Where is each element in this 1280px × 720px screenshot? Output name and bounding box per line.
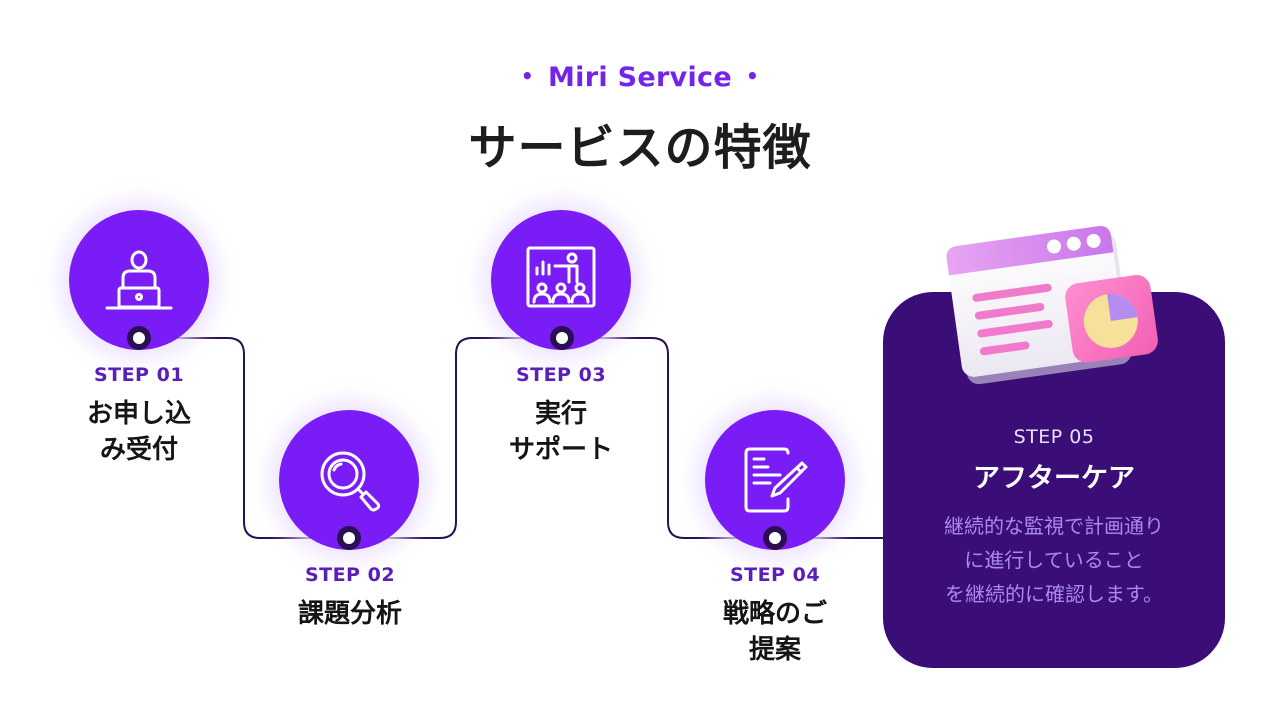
presentation-board-icon	[526, 246, 596, 308]
step-04-number: STEP 04	[729, 564, 821, 586]
bullet-dot-right: •	[745, 64, 760, 88]
step-04-node	[763, 526, 787, 550]
step-02-number: STEP 02	[304, 564, 396, 586]
document-pen-icon	[744, 447, 808, 513]
step-01-node	[127, 326, 151, 350]
step-03-title-line-1: 実行	[534, 399, 587, 429]
step-01-title-line-2: み受付	[99, 435, 178, 465]
bullet-dot-left: •	[520, 64, 535, 88]
browser-chart-icon	[946, 226, 1158, 385]
page-title: サービスの特徴	[468, 120, 812, 176]
step-04-title: 戦略のご 提案	[675, 596, 875, 668]
step-05-description-line-2: に進行していること	[964, 548, 1144, 572]
step-04-title-line-1: 戦略のご	[722, 599, 827, 629]
step-03-title-line-2: サポート	[508, 435, 613, 465]
step-05-number: STEP 05	[1013, 426, 1095, 448]
eyebrow-label: • Miri Service •	[0, 62, 1280, 93]
step-05-description: 継続的な監視で計画通り に進行していること を継続的に確認します。	[900, 509, 1208, 611]
person-laptop-icon	[105, 250, 173, 310]
step-01-title: お申し込 み受付	[39, 396, 239, 468]
eyebrow-text: Miri Service	[548, 62, 732, 93]
step-05-description-line-1: 継続的な監視で計画通り	[944, 514, 1164, 538]
step-05-description-line-3: を継続的に確認します。	[945, 582, 1163, 606]
step-03-title: 実行 サポート	[461, 396, 661, 468]
step-02-node	[337, 526, 361, 550]
step-03-node	[550, 326, 574, 350]
step-05-title: アフターケア	[973, 463, 1135, 494]
step-02-title: 課題分析	[250, 596, 450, 632]
step-02-title-line-1: 課題分析	[297, 599, 402, 629]
step-04-title-line-2: 提案	[748, 635, 801, 665]
step-01-title-line-1: お申し込	[86, 399, 191, 429]
step-03-number: STEP 03	[515, 364, 607, 386]
magnifier-icon	[320, 451, 381, 512]
step-01-number: STEP 01	[93, 364, 185, 386]
